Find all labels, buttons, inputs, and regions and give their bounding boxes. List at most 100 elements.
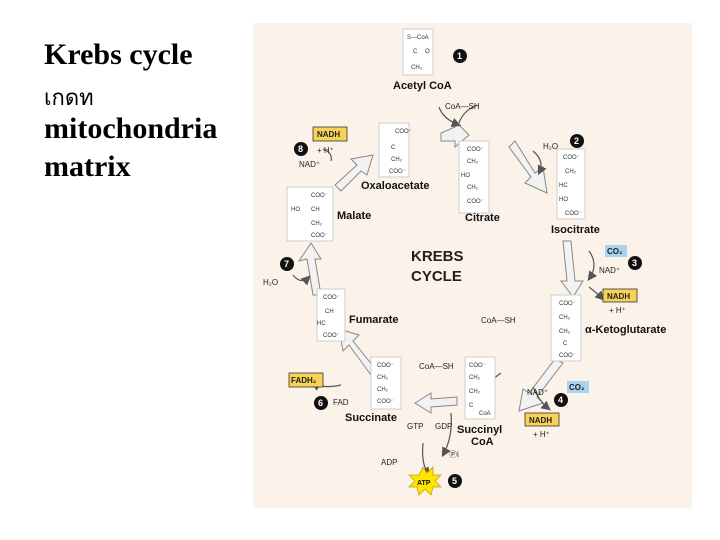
arrow-ketoglutarate-succinyl — [518, 358, 564, 412]
atom-label: HC — [559, 183, 568, 189]
label-isocitrate: Isocitrate — [551, 224, 600, 236]
arrow-succinyl-succinate — [414, 392, 458, 414]
atom-label: CH₂ — [559, 329, 571, 335]
ketoglutarate-molecule: COO⁻ CH₂ CH₂ C COO⁻ — [550, 294, 582, 362]
cofactor-nadh: NADH — [317, 130, 340, 139]
cofactor-h2o-step2: H₂O — [543, 142, 558, 151]
atom-label: COO⁻ — [389, 169, 406, 175]
slide-text-matrix: matrix — [44, 150, 131, 183]
step-number: 1 — [457, 51, 462, 61]
atom-label: CH₂ — [377, 387, 389, 393]
cofactor-gtp: GTP — [407, 422, 423, 431]
atom-label: C — [469, 403, 474, 409]
atom-label: CH₂ — [469, 389, 481, 395]
atom-label: CH₂ — [391, 157, 403, 163]
label-acetyl-coa: Acetyl CoA — [393, 80, 452, 92]
atom-label: CH — [311, 207, 320, 213]
cofactor-h-plus: + H⁺ — [533, 430, 550, 439]
cofactor-coa-sh-step5: CoA—SH — [419, 362, 454, 371]
cofactor-coa-sh-step4: CoA—SH — [481, 316, 516, 325]
atom-label: HO — [291, 207, 300, 213]
atom-label: CH₂ — [311, 221, 323, 227]
cofactor-h-plus: + H⁺ — [609, 306, 626, 315]
slide-thai-text: เกดท — [44, 86, 94, 111]
atom-label: S—CoA — [407, 35, 429, 41]
label-ketoglutarate: α-Ketoglutarate — [585, 324, 666, 336]
cofactor-nadh: NADH — [529, 416, 552, 425]
label-oxaloacetate: Oxaloacetate — [361, 180, 429, 192]
citrate-molecule: COO⁻ CH₂ HO CH₂ COO⁻ — [458, 140, 490, 214]
arrow-malate-oxaloacetate — [334, 154, 374, 192]
atom-label: CH₂ — [559, 315, 571, 321]
cofactor-h2o-step7: H₂O — [263, 278, 278, 287]
atom-label: C — [563, 341, 568, 347]
malate-molecule: COO⁻ HO CH CH₂ COO⁻ — [286, 186, 334, 242]
succinate-molecule: COO⁻ CH₂ CH₂ COO⁻ — [370, 356, 402, 410]
step-number: 3 — [632, 258, 637, 268]
atom-label: CH₂ — [469, 375, 481, 381]
nadh-box-step8 — [312, 126, 348, 142]
atom-label: HO — [559, 197, 568, 203]
step-badges: 1 2 3 4 5 6 7 8 — [280, 49, 642, 488]
slide-text-mitochondria: mitochondria — [44, 112, 218, 145]
cofactor-coa-sh-top: CoA—SH — [445, 102, 480, 111]
cofactor-co2: CO₂ — [569, 383, 585, 392]
cofactor-gdp: GDP — [435, 422, 452, 431]
atom-label: CH₂ — [565, 169, 577, 175]
cofactor-pi: Ⓟi — [449, 450, 459, 459]
oxaloacetate-molecule: COO⁻ C CH₂ COO⁻ — [378, 122, 412, 178]
cofactor-co2: CO₂ — [607, 247, 623, 256]
atom-label: O — [425, 49, 430, 55]
nadh-box-step4 — [524, 412, 560, 427]
fadh2-box — [288, 372, 324, 388]
cofactor-nad: NAD⁺ — [599, 266, 620, 275]
step-number: 6 — [318, 398, 323, 408]
atom-label: COO⁻ — [563, 155, 580, 161]
atom-label: C — [413, 49, 418, 55]
cofactor-fadh2: FADH₂ — [291, 376, 317, 385]
co2-box-step4 — [567, 381, 589, 393]
co2-box-step3 — [605, 245, 627, 257]
atom-label: CH₂ — [377, 375, 389, 381]
atom-label: HC — [317, 321, 326, 327]
acetyl-coa-molecule: S—CoA C O CH₃ — [402, 28, 434, 76]
label-succinate: Succinate — [345, 412, 397, 424]
atom-label: COO⁻ — [377, 363, 394, 369]
atom-label: COO⁻ — [323, 333, 340, 339]
step-number: 8 — [298, 144, 303, 154]
step-number: 5 — [452, 476, 457, 486]
cofactor-adp: ADP — [381, 458, 397, 467]
cofactor-h-plus: + H⁺ — [317, 146, 334, 155]
step-number: 4 — [558, 395, 563, 405]
label-succinyl-coa: CoA — [471, 436, 494, 448]
atom-label: COO⁻ — [559, 353, 576, 359]
slide-title: Krebs cycle — [44, 38, 193, 71]
succinyl-coa-molecule: COO⁻ CH₂ CH₂ C CoA — [464, 356, 496, 420]
arrow-isocitrate-ketoglutarate — [560, 240, 584, 298]
nadh-box-step3 — [602, 288, 638, 303]
cofactor-nad: NAD⁺ — [527, 388, 548, 397]
label-fumarate: Fumarate — [349, 314, 399, 326]
cofactor-nad: NAD⁺ — [299, 160, 320, 169]
atom-label: CH₂ — [467, 185, 479, 191]
atom-label: COO⁻ — [467, 199, 484, 205]
atom-label: C — [391, 145, 396, 151]
arrow-citrate-isocitrate — [508, 140, 548, 194]
center-title-cycle: CYCLE — [411, 268, 462, 285]
atom-label: CH₂ — [467, 159, 479, 165]
isocitrate-molecule: COO⁻ CH₂ HC HO COO⁻ — [556, 148, 586, 220]
step-number: 7 — [284, 259, 289, 269]
atom-label: COO⁻ — [311, 193, 328, 199]
center-title-krebs: KREBS — [411, 248, 464, 265]
atom-label: CH — [325, 309, 334, 315]
cycle-arrows — [297, 119, 584, 414]
atom-label: CH₃ — [411, 65, 423, 71]
atp-burst-icon — [408, 466, 442, 496]
krebs-cycle-diagram: S—CoA C O CH₃ Acetyl CoA CoA—SH COO⁻ C C… — [253, 23, 692, 508]
atom-label: COO⁻ — [377, 399, 394, 405]
atom-label: COO⁻ — [565, 211, 582, 217]
atom-label: COO⁻ — [467, 147, 484, 153]
fumarate-molecule: COO⁻ CH HC COO⁻ — [316, 288, 346, 342]
atom-label: COO⁻ — [559, 301, 576, 307]
atom-label: COO⁻ — [395, 129, 412, 135]
